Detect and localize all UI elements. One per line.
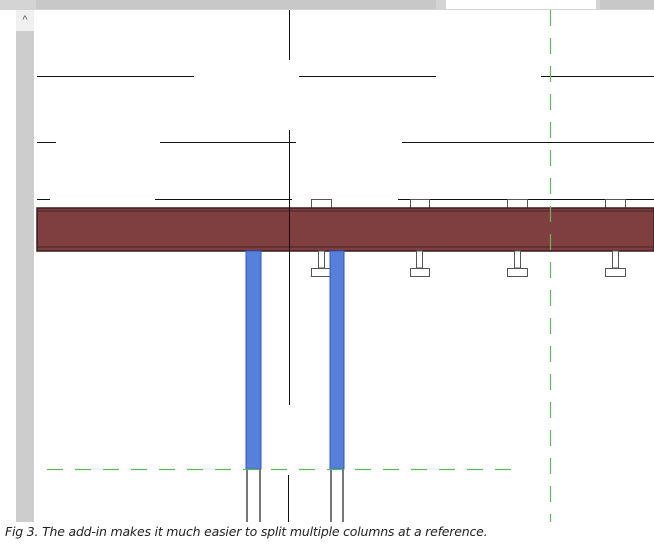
hanger-rod bbox=[514, 250, 521, 269]
reference-lines bbox=[37, 10, 654, 522]
figure-caption: Fig 3. The add-in makes it much easier t… bbox=[5, 524, 488, 539]
view-tab-active[interactable] bbox=[446, 0, 596, 9]
hanger-plate bbox=[311, 268, 332, 277]
column-selected[interactable] bbox=[245, 250, 262, 470]
beam[interactable] bbox=[36, 207, 654, 252]
hanger-rod bbox=[416, 250, 423, 269]
hanger-rod bbox=[318, 250, 325, 269]
connector-plate bbox=[507, 199, 528, 209]
hanger-plate bbox=[605, 268, 626, 277]
hanger-plate bbox=[410, 268, 430, 277]
hangers bbox=[311, 250, 626, 277]
beam-connectors bbox=[311, 199, 626, 209]
hanger-plate bbox=[507, 268, 528, 277]
connector-plate bbox=[410, 199, 430, 209]
view-tab[interactable] bbox=[600, 0, 654, 9]
view-tab-bar bbox=[0, 0, 654, 10]
columns bbox=[245, 250, 345, 522]
vertical-scrollbar[interactable]: ^ bbox=[16, 10, 34, 522]
connector-plate bbox=[605, 199, 626, 209]
scrollbar-thumb[interactable] bbox=[16, 31, 34, 522]
view-tab[interactable] bbox=[36, 0, 436, 9]
hanger-rod bbox=[612, 250, 619, 269]
connector-plate bbox=[311, 199, 332, 209]
column-selected[interactable] bbox=[329, 250, 345, 470]
scroll-up-arrow-icon[interactable]: ^ bbox=[22, 14, 28, 26]
